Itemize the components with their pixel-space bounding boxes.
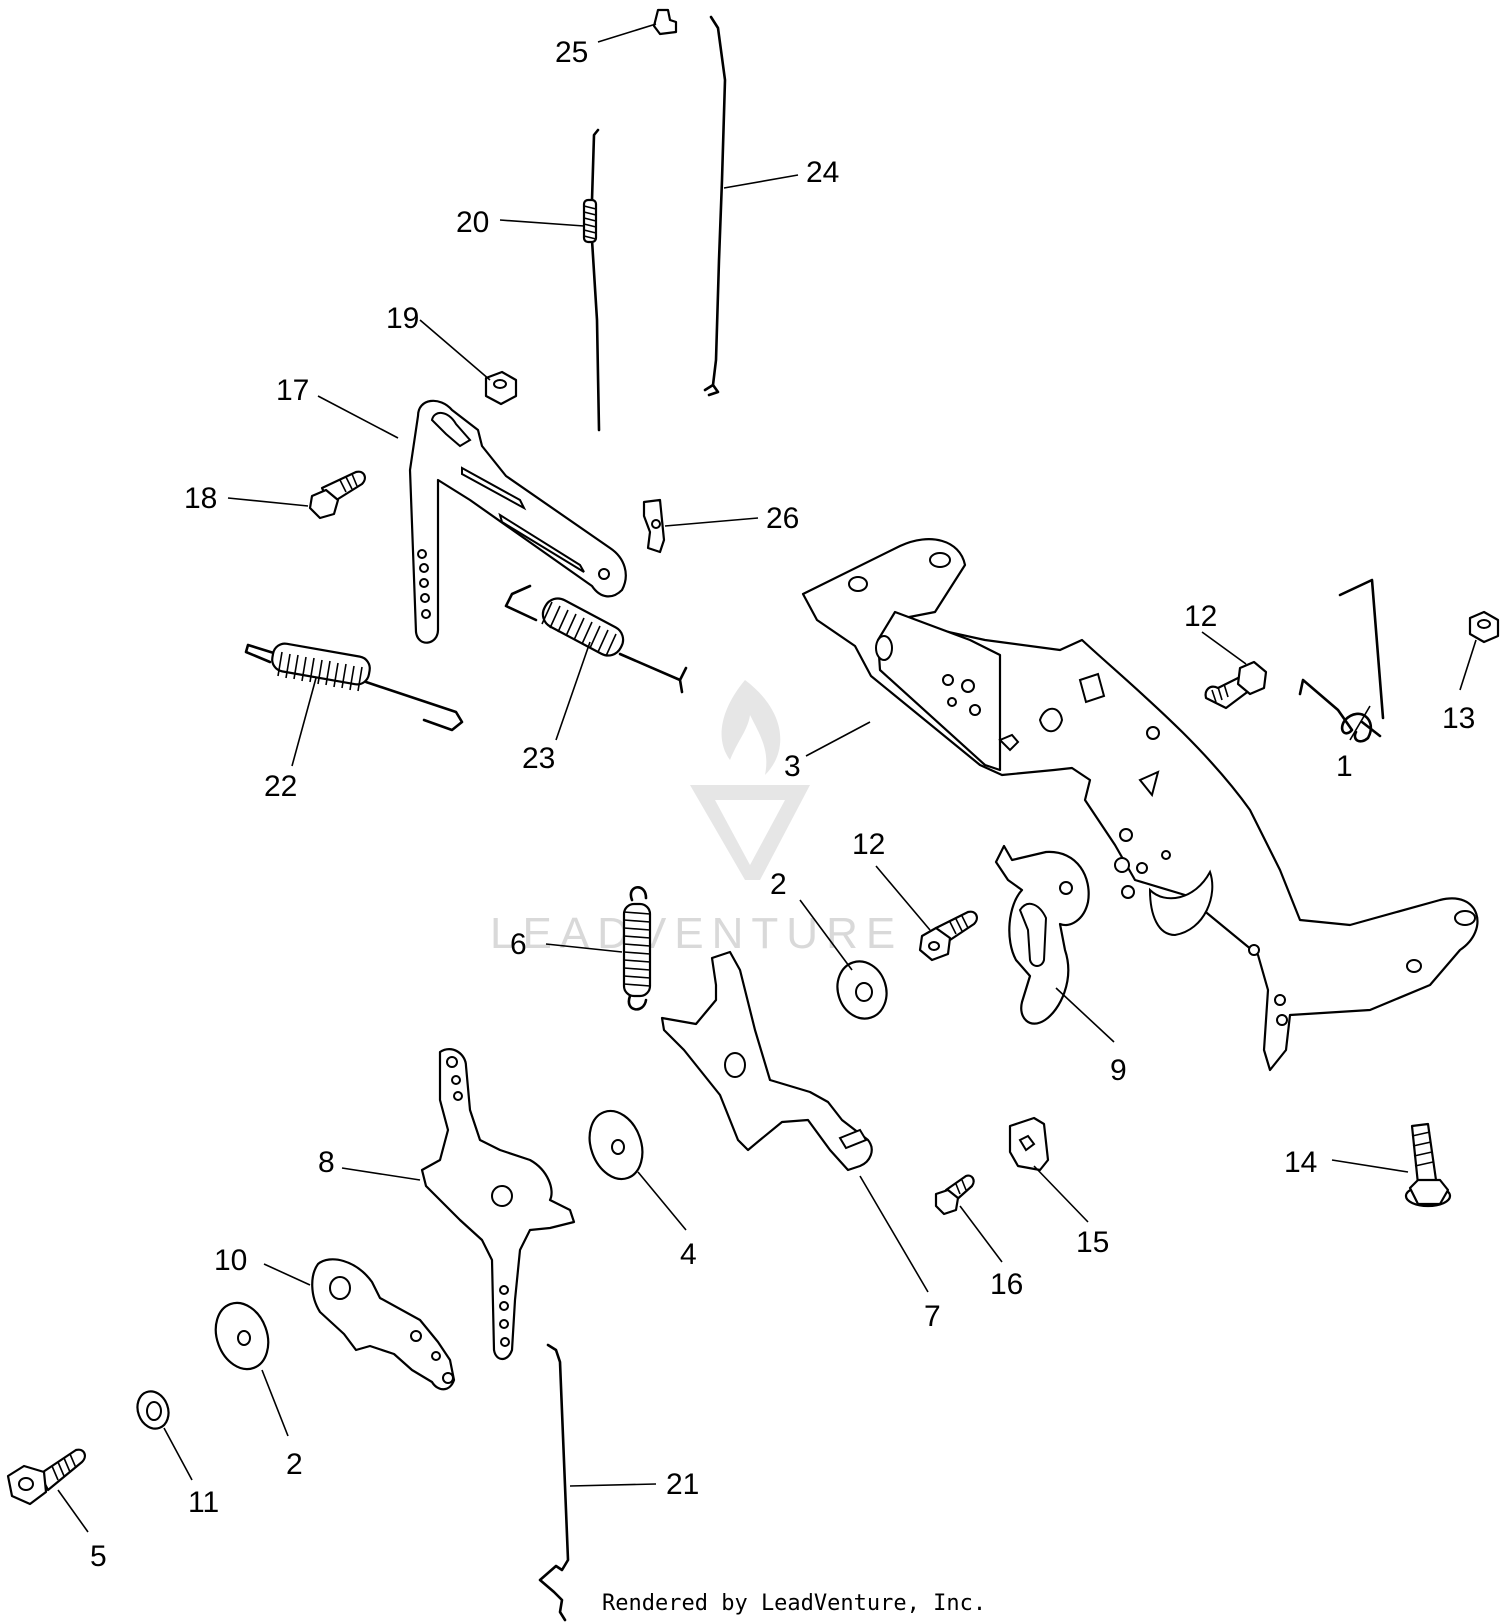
part-25-clip <box>652 8 678 36</box>
callout-16: 16 <box>990 1268 1023 1301</box>
watermark: LEADVENTURE <box>490 680 903 958</box>
part-22-extension-spring <box>244 642 464 732</box>
part-4-washer <box>588 1109 644 1181</box>
callout-19: 19 <box>386 302 419 335</box>
callout-2-upper: 2 <box>770 868 787 901</box>
part-2-washer-lower <box>214 1301 270 1371</box>
part-7-lever <box>660 950 873 1172</box>
callout-8: 8 <box>318 1146 335 1179</box>
callout-22: 22 <box>264 770 297 803</box>
part-24-rod <box>703 15 727 392</box>
callout-7: 7 <box>924 1300 941 1333</box>
callout-2-lower: 2 <box>286 1448 303 1481</box>
part-1-torsion-spring <box>1298 578 1385 743</box>
part-26-clip <box>642 498 666 554</box>
callout-21: 21 <box>666 1468 699 1501</box>
callout-4: 4 <box>680 1238 697 1271</box>
part-2-washer-upper <box>836 960 888 1020</box>
callout-12-lower: 12 <box>852 828 885 861</box>
part-21-rod <box>538 1343 570 1622</box>
leader-lines <box>57 23 1477 1533</box>
part-15-clip <box>1008 1116 1050 1172</box>
part-9-lever <box>994 844 1090 1025</box>
callout-18: 18 <box>184 482 217 515</box>
callout-14: 14 <box>1284 1146 1317 1179</box>
part-5-bolt <box>6 1448 86 1506</box>
callout-17: 17 <box>276 374 309 407</box>
callout-5: 5 <box>90 1540 107 1573</box>
part-14-bolt <box>1404 1122 1452 1208</box>
part-23-extension-spring <box>504 584 688 694</box>
part-16-bolt <box>934 1174 975 1216</box>
callout-13: 13 <box>1442 702 1475 735</box>
callout-1: 1 <box>1336 750 1353 783</box>
part-24-rod-end <box>707 383 720 397</box>
callout-6: 6 <box>510 928 527 961</box>
part-10-plate <box>311 1258 456 1391</box>
callout-15: 15 <box>1076 1226 1109 1259</box>
part-3-main-plate <box>801 538 1479 1072</box>
part-12-bolt-upper <box>1204 660 1268 710</box>
part-11-washer <box>136 1390 170 1430</box>
part-20-spring-rod <box>582 128 601 432</box>
part-18-bolt <box>308 470 366 520</box>
credit-text: Rendered by LeadVenture, Inc. <box>602 1591 986 1616</box>
callout-12-upper: 12 <box>1184 600 1217 633</box>
watermark-text: LEADVENTURE <box>490 909 903 958</box>
callouts: 25 24 20 19 17 18 26 12 13 1 3 22 23 12 … <box>90 36 1475 1573</box>
callout-11: 11 <box>188 1486 219 1519</box>
watermark-flame-icon <box>721 680 781 775</box>
watermark-v-icon <box>690 785 810 880</box>
callout-3: 3 <box>784 750 801 783</box>
callout-26: 26 <box>766 502 799 535</box>
part-19-nut <box>484 370 518 406</box>
callout-24: 24 <box>806 156 839 189</box>
callout-25: 25 <box>555 36 588 69</box>
part-13-nut <box>1468 610 1500 644</box>
callout-9: 9 <box>1110 1054 1127 1087</box>
callout-10: 10 <box>214 1244 247 1277</box>
part-12-bolt-lower <box>918 910 978 962</box>
callout-23: 23 <box>522 742 555 775</box>
callout-20: 20 <box>456 206 489 239</box>
part-6-spring <box>622 886 652 1011</box>
part-17-bracket <box>408 399 627 644</box>
part-8-bracket <box>420 1048 576 1361</box>
